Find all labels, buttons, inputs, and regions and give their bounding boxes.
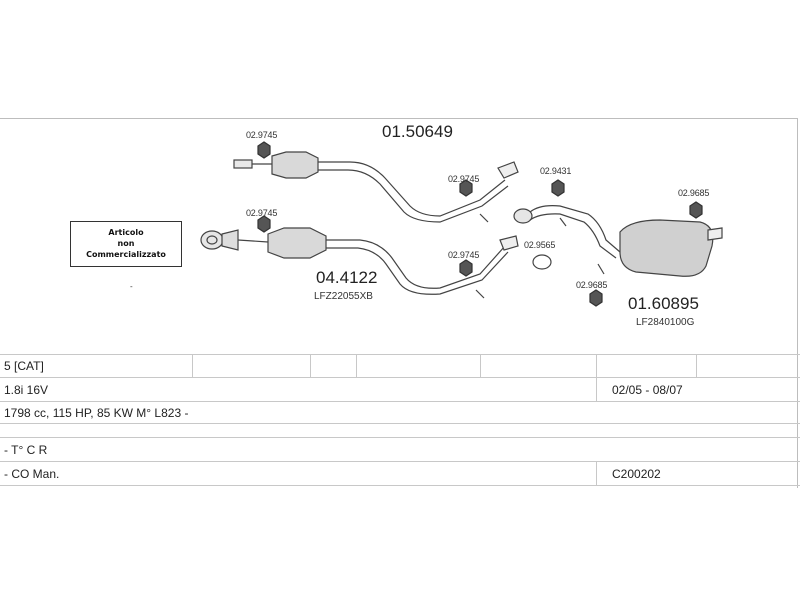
column-divider xyxy=(192,355,193,377)
table-row: 5 [CAT] xyxy=(0,354,800,378)
diagram-frame xyxy=(0,118,798,488)
exhaust-diagram: 02.9745 01.50649 02.9745 02.9431 02.9685… xyxy=(0,118,800,354)
table-row: 1798 cc, 115 HP, 85 KW M° L823 - xyxy=(0,402,800,424)
table-row: 1.8i 16V 02/05 - 08/07 xyxy=(0,378,800,402)
note-line-3: Commercializzato xyxy=(86,250,166,259)
rear-silencer-drawing xyxy=(513,205,723,277)
front-pipe-lower-drawing xyxy=(200,227,519,295)
table-row: - CO Man. C200202 xyxy=(0,462,800,486)
column-divider xyxy=(310,355,311,377)
clamp-label-a: 02.9745 xyxy=(246,130,278,140)
clamp-label-c: 02.9745 xyxy=(246,208,278,218)
part-number-upper-pipe[interactable]: 01.50649 xyxy=(382,122,453,141)
gasket-icon xyxy=(532,254,552,270)
column-divider xyxy=(696,355,697,377)
part-code-lower-pipe: LFZ22055XB xyxy=(314,291,373,302)
note-line-2: non xyxy=(117,239,135,248)
gearbox-cell: - CO Man. xyxy=(4,466,60,481)
row1-col1: 5 [CAT] xyxy=(4,359,44,373)
date-range-cell: 02/05 - 08/07 xyxy=(612,382,683,397)
note-line-1: Articolo xyxy=(108,228,144,237)
mount-label-b: 02.9685 xyxy=(678,188,710,198)
part-number-lower-pipe[interactable]: 04.4122 xyxy=(316,268,378,287)
catalog-code-cell: C200202 xyxy=(612,466,661,481)
table-row-spacer xyxy=(0,424,800,438)
column-divider xyxy=(480,355,481,377)
column-divider xyxy=(596,378,597,401)
clamp-icons xyxy=(257,141,703,307)
engine-cell: 1.8i 16V xyxy=(4,382,49,397)
column-divider xyxy=(596,355,597,377)
stray-mark: - xyxy=(130,282,133,291)
column-divider xyxy=(356,355,357,377)
clamp-label-b: 02.9745 xyxy=(448,174,480,184)
part-number-rear-silencer[interactable]: 01.60895 xyxy=(628,294,699,313)
part-code-rear-silencer: LF2840100G xyxy=(636,317,695,328)
spec-cell: 1798 cc, 115 HP, 85 KW M° L823 - xyxy=(4,405,189,420)
front-pipe-upper-drawing xyxy=(233,151,519,223)
note-cell: - T° C R xyxy=(4,442,48,457)
clamp-label-d: 02.9745 xyxy=(448,250,480,260)
mount-label-a: 02.9431 xyxy=(540,166,572,176)
exhaust-drawing xyxy=(200,141,723,307)
table-row: - T° C R xyxy=(0,438,800,462)
column-divider xyxy=(596,462,597,485)
not-sold-note-box: Articolo non Commercializzato xyxy=(70,221,182,267)
gasket-label: 02.9565 xyxy=(524,240,556,250)
mount-label-c: 02.9685 xyxy=(576,280,608,290)
